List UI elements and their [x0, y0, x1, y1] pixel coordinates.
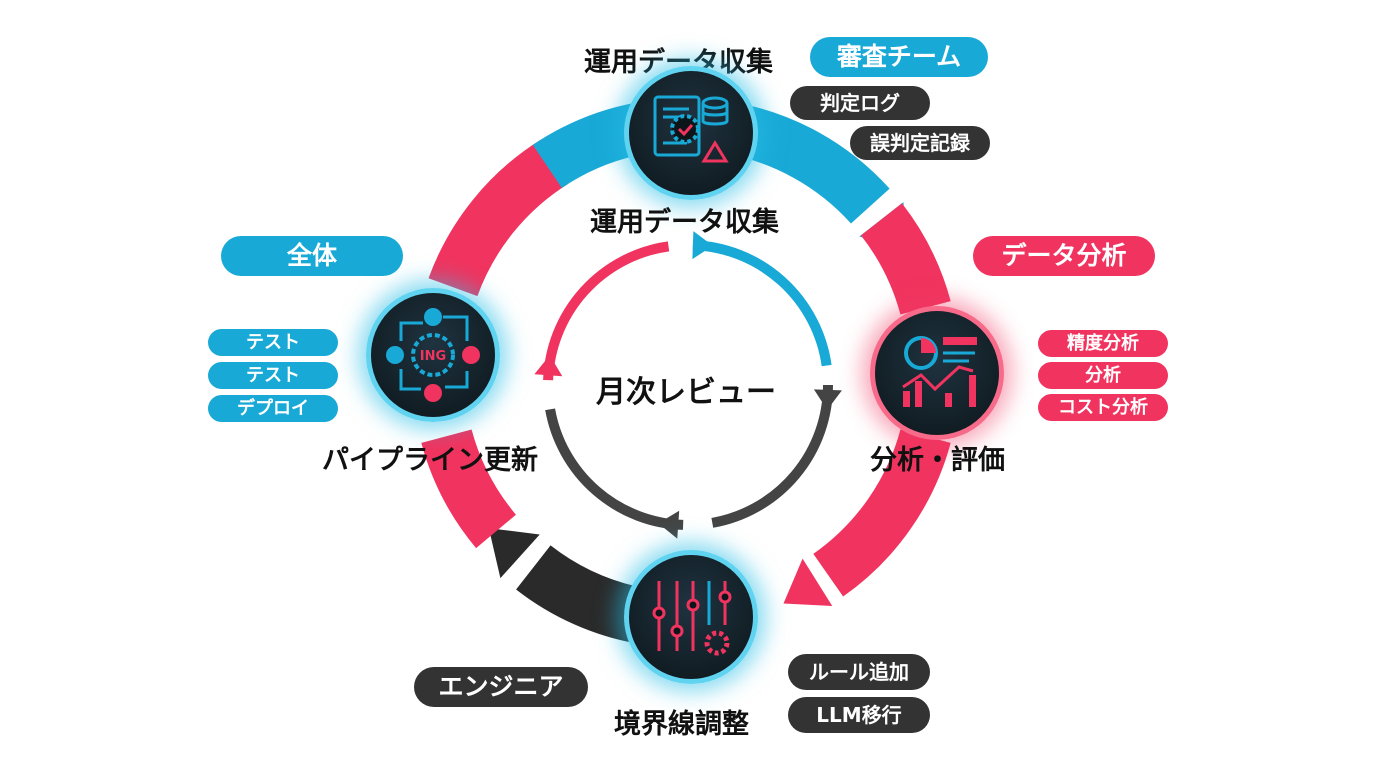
sliders-gear-icon [652, 581, 732, 656]
left-node-label: パイプライン更新 [322, 445, 538, 476]
inner-arc-top-right [692, 240, 832, 367]
ring-arrowhead-bottom [783, 558, 833, 607]
ring-segment-left-up [428, 139, 569, 297]
inner-arc-right-bottom [711, 384, 833, 528]
analytics-chart-icon [902, 336, 977, 407]
center-title: 月次レビュー [596, 375, 776, 410]
bottom-node-label: 境界線調整 [614, 709, 749, 740]
ring-segment-to-left [421, 428, 517, 549]
item-llm-migration: LLM移行 [788, 697, 930, 733]
item-misjudgement-record: 誤判定記録 [850, 126, 990, 160]
inner-arc-left-top [543, 241, 670, 381]
item-cost-analysis: コスト分析 [1038, 394, 1168, 421]
item-deploy: デプロイ [208, 395, 338, 422]
ring-arrowhead-left [488, 528, 540, 579]
ing-icon-text: ING [420, 349, 446, 364]
item-judgement-log: 判定ログ [790, 86, 930, 120]
item-accuracy-analysis: 精度分析 [1038, 330, 1168, 357]
inner-arrowhead-top [692, 231, 713, 260]
inner-arrowhead-right [813, 389, 842, 410]
item-analysis: 分析 [1038, 362, 1168, 389]
analysis-node [870, 306, 1004, 440]
team-badge-review: 審査チーム [810, 37, 988, 77]
right-node-label: 分析・評価 [870, 445, 1005, 476]
inner-arrowhead-bottom [658, 510, 680, 539]
ring-segment-right-down [812, 428, 951, 597]
team-badge-data-analysis: データ分析 [973, 236, 1155, 276]
team-badge-engineer: エンジニア [414, 667, 588, 707]
inner-arc-bottom-left [545, 408, 684, 530]
pipeline-cycle-icon: ING [386, 308, 480, 402]
ring-segment-to-right [860, 203, 951, 316]
data-collection-node [624, 66, 758, 200]
inner-arrowhead-left [534, 355, 563, 377]
data-checklist-icon [653, 95, 729, 163]
item-test-1: テスト [208, 329, 338, 356]
item-add-rule: ルール追加 [788, 654, 930, 690]
boundary-tuning-node [624, 550, 758, 684]
item-test-2: テスト [208, 362, 338, 389]
pipeline-update-node: ING [366, 288, 500, 422]
top-node-label: 運用データ収集 [590, 207, 779, 238]
team-badge-all: 全体 [221, 236, 403, 276]
